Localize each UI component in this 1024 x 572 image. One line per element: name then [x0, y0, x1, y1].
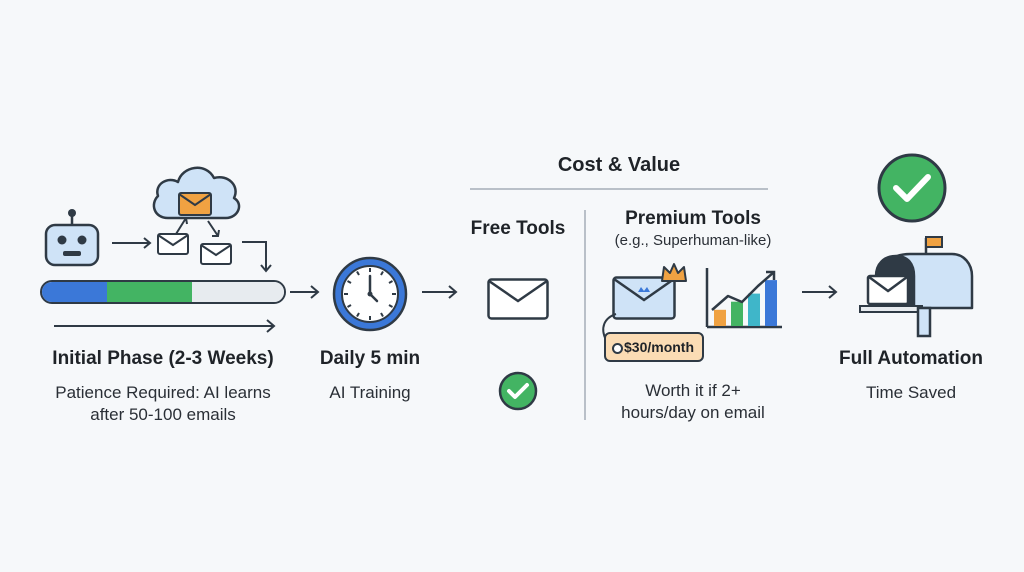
progress-segment	[107, 282, 193, 302]
heading-divider	[470, 188, 768, 190]
stage-title: Initial Phase (2-3 Weeks)	[52, 348, 274, 369]
free-tools-title: Free Tools	[470, 218, 566, 239]
crown-icon	[661, 263, 687, 282]
price-tag: $30/month	[604, 332, 704, 362]
stage-description-line: AI Training	[329, 383, 411, 402]
stage-title: Full Automation	[839, 348, 983, 369]
premium-tools-subtitle: (e.g., Superhuman-like)	[614, 232, 772, 249]
column-divider	[584, 210, 586, 420]
stage-description-line: Time Saved	[865, 383, 957, 402]
progress-segment	[42, 282, 108, 302]
arrow-icon	[802, 285, 838, 299]
growth-chart-icon	[705, 268, 782, 329]
growth-bar	[748, 293, 760, 326]
stage-description: Patience Required: AI learns after 50-10…	[30, 382, 296, 426]
clock-icon	[332, 256, 408, 332]
stage-description-line: Patience Required: AI learns	[55, 383, 271, 402]
progress-bar	[40, 280, 286, 304]
check-icon	[498, 371, 538, 411]
premium-note-line: Worth it if 2+	[645, 381, 741, 400]
email-icon	[487, 278, 549, 320]
robot-icon	[44, 209, 100, 267]
arrow-icon	[112, 237, 152, 249]
premium-tools-title: Premium Tools	[625, 208, 761, 229]
premium-note-line: hours/day on email	[621, 403, 765, 422]
price-tag-hole	[612, 343, 623, 354]
growth-bar	[765, 280, 777, 326]
stage-title: Daily 5 min	[319, 348, 421, 369]
growth-bar	[714, 309, 726, 326]
premium-note: Worth it if 2+ hours/day on email	[598, 380, 788, 424]
section-heading: Cost & Value	[557, 154, 681, 176]
price-tag-label: $30/month	[624, 339, 695, 355]
arrow-icon	[242, 241, 272, 273]
email-icon	[157, 233, 189, 255]
arrow-icon	[175, 217, 188, 235]
stage-description-line: after 50-100 emails	[90, 405, 236, 424]
timeline-arrow-icon	[54, 319, 276, 333]
mailbox-icon	[859, 236, 974, 338]
arrow-icon	[422, 285, 458, 299]
stage-description: Time Saved	[826, 382, 996, 404]
growth-bar	[731, 301, 743, 326]
arrow-icon	[290, 285, 320, 299]
arrow-icon	[207, 220, 220, 237]
email-icon	[200, 243, 232, 265]
cloud-email-icon	[178, 192, 212, 216]
check-icon	[877, 153, 947, 223]
stage-description: AI Training	[300, 382, 440, 404]
premium-email-icon	[612, 276, 676, 320]
progress-segment	[192, 282, 284, 302]
